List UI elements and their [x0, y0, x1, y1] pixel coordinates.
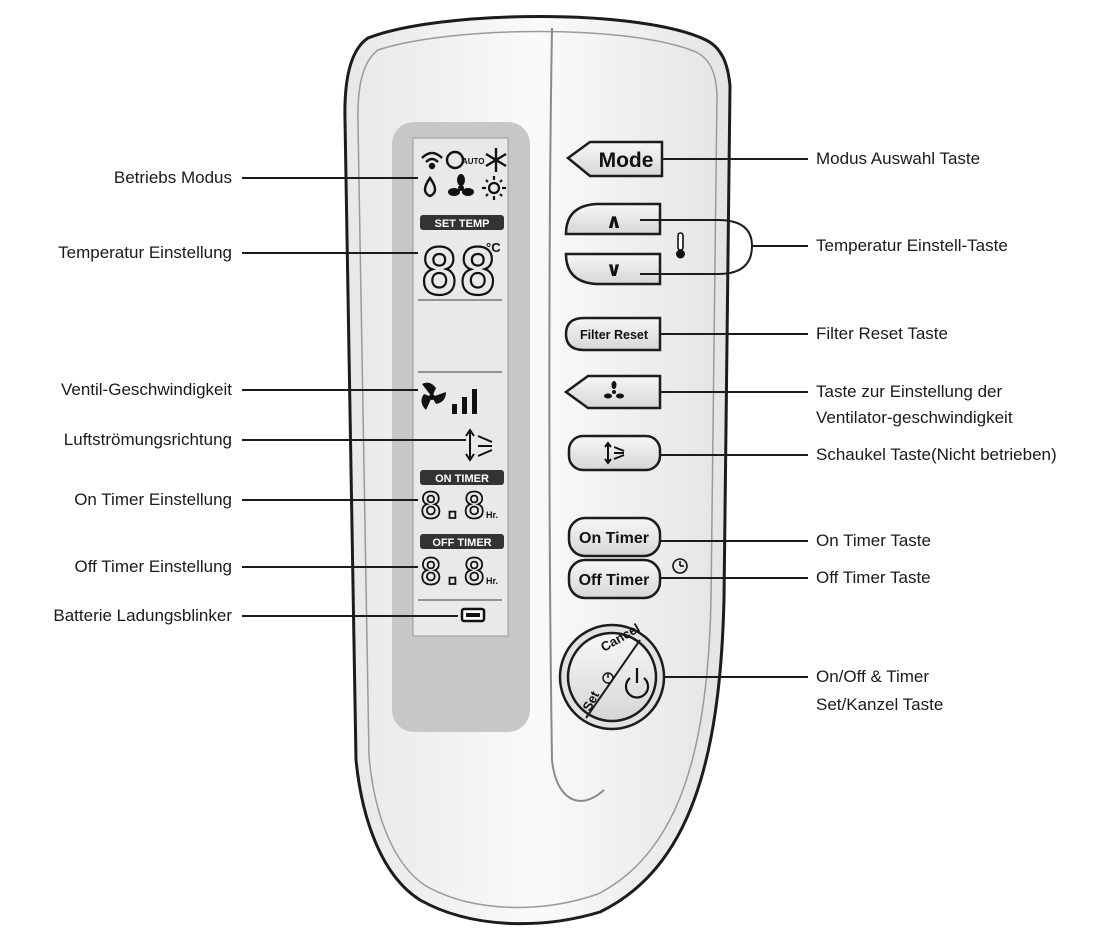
up-label: ∧ [606, 211, 622, 233]
set-temp-badge [420, 215, 504, 230]
battery-icon [460, 607, 486, 623]
temp-up-button[interactable]: ∧ [564, 202, 662, 236]
mode-button[interactable]: Mode [565, 140, 664, 178]
on-timer-label: ON TIMER [435, 473, 489, 485]
label-power-2: Set/Kanzel Taste [816, 695, 944, 714]
on-timer-digits: 8.8 [420, 486, 485, 527]
off-timer-button[interactable]: Off Timer [567, 558, 662, 600]
fan-icon [448, 174, 474, 196]
filter-reset-label: Filter Reset [580, 328, 649, 342]
on-timer-hr: Hr. [486, 510, 498, 520]
fan-speed-icon [421, 382, 446, 410]
label-filter-reset: Filter Reset Taste [816, 324, 948, 343]
off-timer-hr: Hr. [486, 576, 498, 586]
remote-rim [357, 30, 718, 909]
swing-button[interactable] [567, 434, 662, 472]
fan-button-icon [604, 381, 624, 399]
label-battery-indicator: Batterie Ladungsblinker [53, 606, 232, 625]
dry-icon [423, 175, 437, 198]
on-timer-button-label: On Timer [579, 530, 649, 547]
label-operation-mode: Betriebs Modus [113, 168, 232, 187]
off-timer-digits: 8.8 [420, 552, 485, 593]
sun-icon [482, 176, 506, 200]
right-leader-lines [660, 158, 808, 678]
on-timer-button[interactable]: On Timer [567, 516, 662, 558]
label-off-timer-setting: Off Timer Einstellung [74, 557, 232, 576]
label-on-timer-setting: On Timer Einstellung [74, 490, 232, 509]
left-leader-lines [242, 177, 466, 617]
label-temp-buttons: Temperatur Einstell-Taste [816, 236, 1008, 255]
label-temp-setting: Temperatur Einstellung [58, 243, 232, 262]
fan-speed-button[interactable] [563, 374, 662, 410]
temp-down-button[interactable]: ∨ [564, 252, 662, 286]
wifi-icon [421, 151, 443, 170]
label-power-1: On/Off & Timer [816, 667, 930, 686]
label-fan-button-1: Taste zur Einstellung der [816, 382, 1003, 401]
temp-unit: °C [486, 240, 501, 255]
filter-reset-button[interactable]: Filter Reset [564, 316, 662, 352]
auto-icon: AUTO [445, 150, 485, 170]
label-on-timer-button: On Timer Taste [816, 531, 931, 550]
label-air-direction: Luftströmungsrichtung [63, 430, 232, 449]
temp-digits: 88 [420, 236, 497, 310]
label-off-timer-button: Off Timer Taste [816, 568, 931, 587]
remote-divider [548, 27, 605, 802]
snowflake-icon [485, 148, 507, 172]
power-icon [624, 668, 650, 699]
fan-speed-bars [452, 389, 477, 414]
mode-button-label: Mode [599, 149, 654, 172]
label-fan-button-2: Ventilator-geschwindigkeit [816, 408, 1013, 427]
auto-tag: AUTO [462, 157, 485, 166]
label-swing-button: Schaukel Taste(Nicht betrieben) [816, 445, 1057, 464]
power-button[interactable]: Set Cancel [558, 620, 666, 731]
on-timer-badge [420, 470, 504, 485]
power-clock-icon [602, 672, 614, 684]
off-timer-label: OFF TIMER [432, 537, 491, 549]
clock-icon [672, 558, 688, 574]
thermometer-icon [676, 232, 685, 259]
swing-icon [465, 428, 493, 462]
off-timer-button-label: Off Timer [579, 572, 650, 589]
swing-button-icon [604, 441, 625, 465]
label-fan-speed: Ventil-Geschwindigkeit [60, 380, 232, 399]
label-mode-button: Modus Auswahl Taste [816, 149, 981, 168]
off-timer-badge [420, 534, 504, 549]
set-temp-label: SET TEMP [434, 218, 489, 230]
down-label: ∨ [606, 259, 622, 281]
